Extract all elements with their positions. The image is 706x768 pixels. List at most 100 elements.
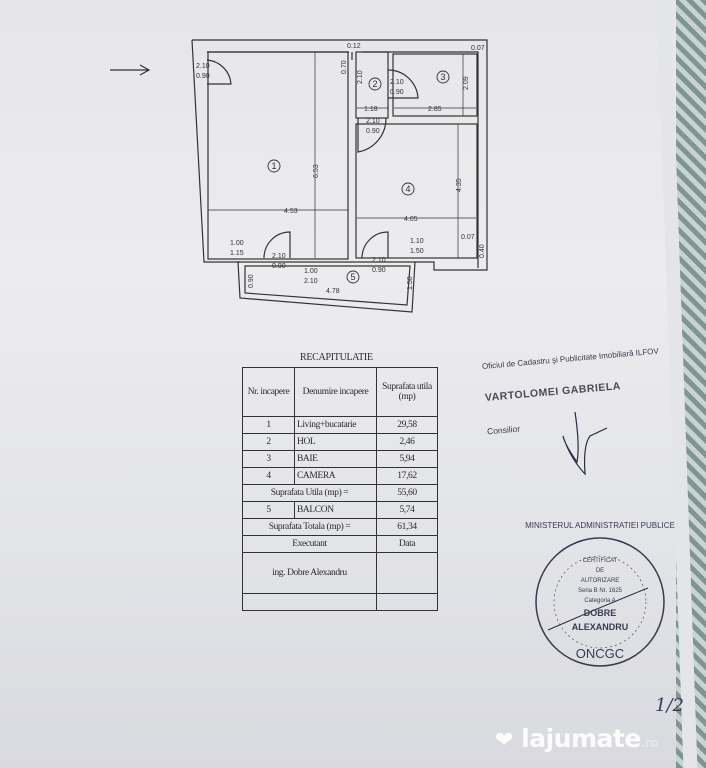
inner-wall-outline xyxy=(207,51,479,268)
dim-label: 4.78 xyxy=(326,288,340,295)
stamp-center-line: Categoria A xyxy=(584,598,615,604)
stamp-bottom-text: ONCGC xyxy=(576,646,624,661)
date-value xyxy=(376,552,438,594)
door-entry xyxy=(206,59,232,85)
executant-label: Executant xyxy=(242,535,377,553)
dim-label: 1.18 xyxy=(364,106,378,113)
room-nr: 3 xyxy=(242,450,295,468)
room-area: 29,58 xyxy=(376,416,438,434)
door-label: 2.10 xyxy=(366,118,380,125)
room-name: HOL xyxy=(294,433,377,451)
room-number: 4 xyxy=(406,184,411,194)
door-label: 0.90 xyxy=(272,263,286,270)
room-nr: 2 xyxy=(242,433,295,451)
dimension-labels: 0.12 0.07 2.10 0.90 0.70 2.10 2.10 0.90 … xyxy=(196,43,486,295)
room-3 xyxy=(392,53,478,117)
dim-label: 2.09 xyxy=(463,76,470,90)
header-nr: Nr. incapere xyxy=(242,367,295,417)
date-label: Data xyxy=(376,535,438,553)
door-label: 0.90 xyxy=(196,73,210,80)
stamp-center-line: AUTORIZARE xyxy=(581,578,620,584)
door-label: 2.10 xyxy=(390,79,404,86)
watermark-tld: .ro xyxy=(640,736,659,750)
door-label: 0.90 xyxy=(390,89,404,96)
room-area: 17,62 xyxy=(376,467,438,485)
dim-label: 0.70 xyxy=(341,60,348,74)
room-name: BAIE xyxy=(294,450,377,468)
room-area: 2,46 xyxy=(376,433,438,451)
stamp-center-line: CERTIFICAT xyxy=(583,558,618,564)
door-room xyxy=(357,117,387,153)
room-nr: 1 xyxy=(242,416,295,434)
door-label: 2.10 xyxy=(272,253,286,260)
recap-table: Nr. incapere Denumire incapere Suprafata… xyxy=(242,367,438,611)
entry-arrow-icon xyxy=(110,64,151,76)
balcony xyxy=(237,261,416,313)
window-label: 1.50 xyxy=(410,248,424,255)
room-name: CAMERA xyxy=(294,467,377,485)
room-nr: 5 xyxy=(242,501,295,519)
room-number: 5 xyxy=(351,272,356,282)
room-area: 5,74 xyxy=(376,501,438,519)
door-bath xyxy=(387,69,419,99)
stamp-center-line: DE xyxy=(596,568,604,574)
stamp: MINISTERUL ADMINISTRATIEI PUBLICE CERTIF… xyxy=(525,521,675,667)
room-2 xyxy=(355,51,389,119)
dim-label: 4.05 xyxy=(404,216,418,223)
useful-area-row: Suprafata Utila (mp) =55,60 xyxy=(242,484,438,502)
office-name: Oficiul de Cadastru şi Publicitate Imobi… xyxy=(481,346,660,371)
room-number: 3 xyxy=(441,72,446,82)
room-4 xyxy=(355,123,478,259)
window-label: 2.10 xyxy=(304,278,318,285)
door-label: 2.10 xyxy=(196,63,210,70)
watermark-logo: ❤ lajumate.ro xyxy=(495,724,659,753)
page-number: 1/2 xyxy=(655,695,684,716)
header-name: Denumire incapere xyxy=(294,367,377,417)
dim-label: 4.35 xyxy=(456,178,463,192)
stamp-ring-text: MINISTERUL ADMINISTRATIEI PUBLICE xyxy=(525,521,675,530)
dim-label: 6.53 xyxy=(313,164,320,178)
dim-label: 0.07 xyxy=(471,45,485,52)
dim-label: 0.90 xyxy=(248,274,255,288)
door-balcony-1 xyxy=(263,231,291,259)
room-1 xyxy=(207,51,349,260)
room-numbers xyxy=(267,70,450,284)
useful-area-label: Suprafata Utila (mp) = xyxy=(242,484,377,502)
total-area-label: Suprafata Totala (mp) = xyxy=(242,518,377,536)
room-nr: 4 xyxy=(242,467,295,485)
outer-wall xyxy=(191,39,488,271)
room-area: 5,94 xyxy=(376,450,438,468)
handshake-icon: ❤ xyxy=(495,728,513,753)
stamp-signature xyxy=(547,587,649,631)
stamp-center-line: ALEXANDRU xyxy=(572,622,629,632)
window-label: 1.15 xyxy=(230,250,244,257)
total-area-row: Suprafata Totala (mp) =61,34 xyxy=(242,518,438,536)
dim-label: 1.50 xyxy=(407,276,414,290)
window-label: 1.10 xyxy=(410,238,424,245)
recap-title: RECAPITULATIE xyxy=(300,352,373,363)
dim-label: 0.07 xyxy=(461,234,475,241)
official-role: Consilior xyxy=(486,423,521,437)
executant-name: ing. Dobre Alexandru xyxy=(242,552,377,594)
door-label: 0.90 xyxy=(372,267,386,274)
door-label: 2.10 xyxy=(372,257,386,264)
total-area-value: 61,34 xyxy=(376,518,438,536)
room-number: 1 xyxy=(272,161,277,171)
room-name: BALCON xyxy=(294,501,377,519)
dim-label: 2.85 xyxy=(428,106,442,113)
dim-label: 2.10 xyxy=(357,70,364,84)
header-area: Suprafata utila (mp) xyxy=(376,367,438,417)
useful-area-value: 55,60 xyxy=(376,484,438,502)
dim-label: 4.53 xyxy=(284,208,298,215)
empty-cell xyxy=(376,593,438,611)
stamp-center-line: Seria B Nr. 1625 xyxy=(578,588,623,594)
room-name: Living+bucatarie xyxy=(294,416,377,434)
window-label: 1.00 xyxy=(304,268,318,275)
floor-plan: 0.12 0.07 2.10 0.90 0.70 2.10 2.10 0.90 … xyxy=(110,39,488,313)
empty-cell xyxy=(242,593,377,611)
